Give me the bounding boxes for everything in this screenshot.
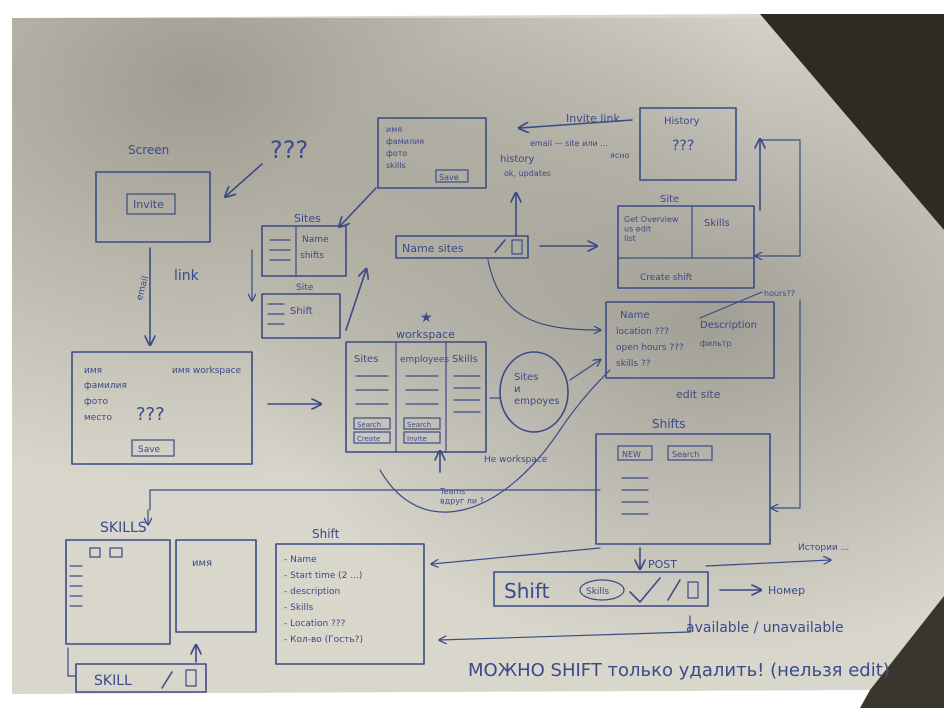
sketch-text: SKILLS: [100, 520, 147, 536]
sketch-text: open hours ???: [616, 343, 684, 353]
sketch-text: NEW: [622, 450, 641, 459]
skills-list-box: [65, 539, 171, 645]
sketch-text: Search: [357, 421, 381, 429]
sketch-text: Shifts: [652, 417, 686, 431]
shift-form-box: [275, 543, 425, 665]
trash-icon: [511, 239, 523, 255]
sketch-text: Skills: [452, 354, 478, 365]
screen-box: [95, 171, 211, 243]
sketch-text: employees: [400, 355, 449, 365]
screen-title: Screen: [128, 143, 169, 157]
sketch-text: Name: [302, 235, 329, 245]
sketch-text: ok, updates: [504, 169, 551, 178]
qqq-top: ???: [270, 136, 308, 164]
signup-qqq: ???: [136, 404, 165, 425]
workspace-star: ★: [420, 310, 433, 326]
sketch-text: - Location ???: [284, 619, 346, 629]
sketch-text: Invite: [407, 435, 427, 443]
sketch-text: available / unavailable: [686, 620, 844, 636]
check-icon: [629, 577, 661, 603]
sketch-text: имя: [192, 558, 212, 569]
signup-box: [71, 351, 253, 465]
invite-button-sketch: [126, 193, 176, 215]
shift-bar: [493, 571, 709, 607]
sketch-text: имя: [84, 366, 102, 376]
sketch-text: Sites: [294, 212, 321, 225]
sketch-text: Skills: [586, 587, 609, 597]
sketch-text: workspace: [396, 328, 455, 341]
sketch-text: Skills: [704, 218, 730, 229]
sketch-text: - description: [284, 587, 340, 597]
sketch-text: - Start time (2 ...): [284, 571, 362, 581]
sketch-text: Site: [296, 283, 314, 293]
sketch-text: location ???: [616, 327, 669, 337]
site-box: [617, 205, 755, 289]
sketch-text: Save: [439, 173, 459, 182]
edit-site-box: [605, 301, 775, 379]
trash-icon-2: [687, 581, 699, 599]
sketch-text: hours??: [764, 289, 795, 298]
workspace-box: [345, 341, 487, 453]
sketch-text: - Кол-во (Гость?): [284, 635, 363, 645]
sketch-text: Номер: [768, 584, 805, 597]
sketch-text: ясно: [610, 151, 629, 160]
sites-panel: [261, 225, 347, 277]
sketch-text: Create: [357, 435, 380, 443]
sketch-text: Sites: [354, 354, 378, 365]
sketch-text: фильтр: [700, 339, 732, 348]
sketch-text: фамилия: [386, 137, 424, 146]
sketch-text: фамилия: [84, 381, 127, 391]
pencil-icon: [494, 239, 506, 253]
table-corner: [760, 14, 944, 230]
link-label: link: [174, 268, 200, 284]
sketch-text: Shift: [504, 579, 550, 603]
sketch-text: Search: [407, 421, 431, 429]
sketch-text: skills ??: [616, 359, 651, 369]
sketch-text: фото: [84, 397, 108, 407]
sketch-text: Name sites: [402, 242, 464, 255]
sketch-text: имя: [386, 125, 402, 134]
sketch-text: Save: [138, 445, 161, 455]
sketch-text: SKILL: [94, 673, 132, 689]
sketch-text: Create shift: [640, 273, 693, 283]
sketch-text: Shift: [290, 306, 313, 317]
signup-save-button: [131, 439, 175, 457]
sketch-text: место: [84, 413, 113, 423]
shifts-box: [595, 433, 771, 545]
sketch-text: Search: [672, 450, 699, 459]
sketch-text: edit site: [676, 388, 721, 401]
sketch-text: history: [500, 154, 534, 165]
sketch-text: skills: [386, 161, 406, 170]
sketch-text: Description: [700, 320, 757, 331]
sketch-text: ???: [672, 138, 694, 154]
sketch-text: имя workspace: [172, 366, 242, 376]
sketch-text: - Skills: [284, 603, 314, 613]
sketch-text: - Name: [284, 555, 317, 565]
sketch-text: Shift: [312, 527, 340, 541]
history-box: [639, 107, 737, 181]
sketch-text: фото: [386, 149, 407, 158]
sketch-text: Истории ...: [798, 543, 849, 553]
invite-label: Invite: [133, 198, 164, 211]
profile-form-box: [377, 117, 487, 189]
site-shift-panel: [261, 293, 341, 339]
bottom-note: МОЖНО SHIFT только удалить! (нельзя edit…: [468, 660, 890, 681]
name-sites-bar: [395, 235, 529, 259]
sketch-text: History: [664, 116, 700, 127]
sketch-text: Не workspace: [484, 455, 548, 465]
skills-detail-box: [175, 539, 257, 633]
sites-employees-bubble: [499, 351, 569, 433]
skill-bar: [75, 663, 207, 693]
sketch-text: email — site или ...: [530, 139, 608, 148]
sketch-text: Name: [620, 310, 650, 321]
sketch-text: Site: [660, 194, 679, 205]
pencil-icon-2: [667, 579, 681, 601]
sketch-text: POST: [648, 558, 677, 571]
sketch-text: shifts: [300, 251, 324, 261]
